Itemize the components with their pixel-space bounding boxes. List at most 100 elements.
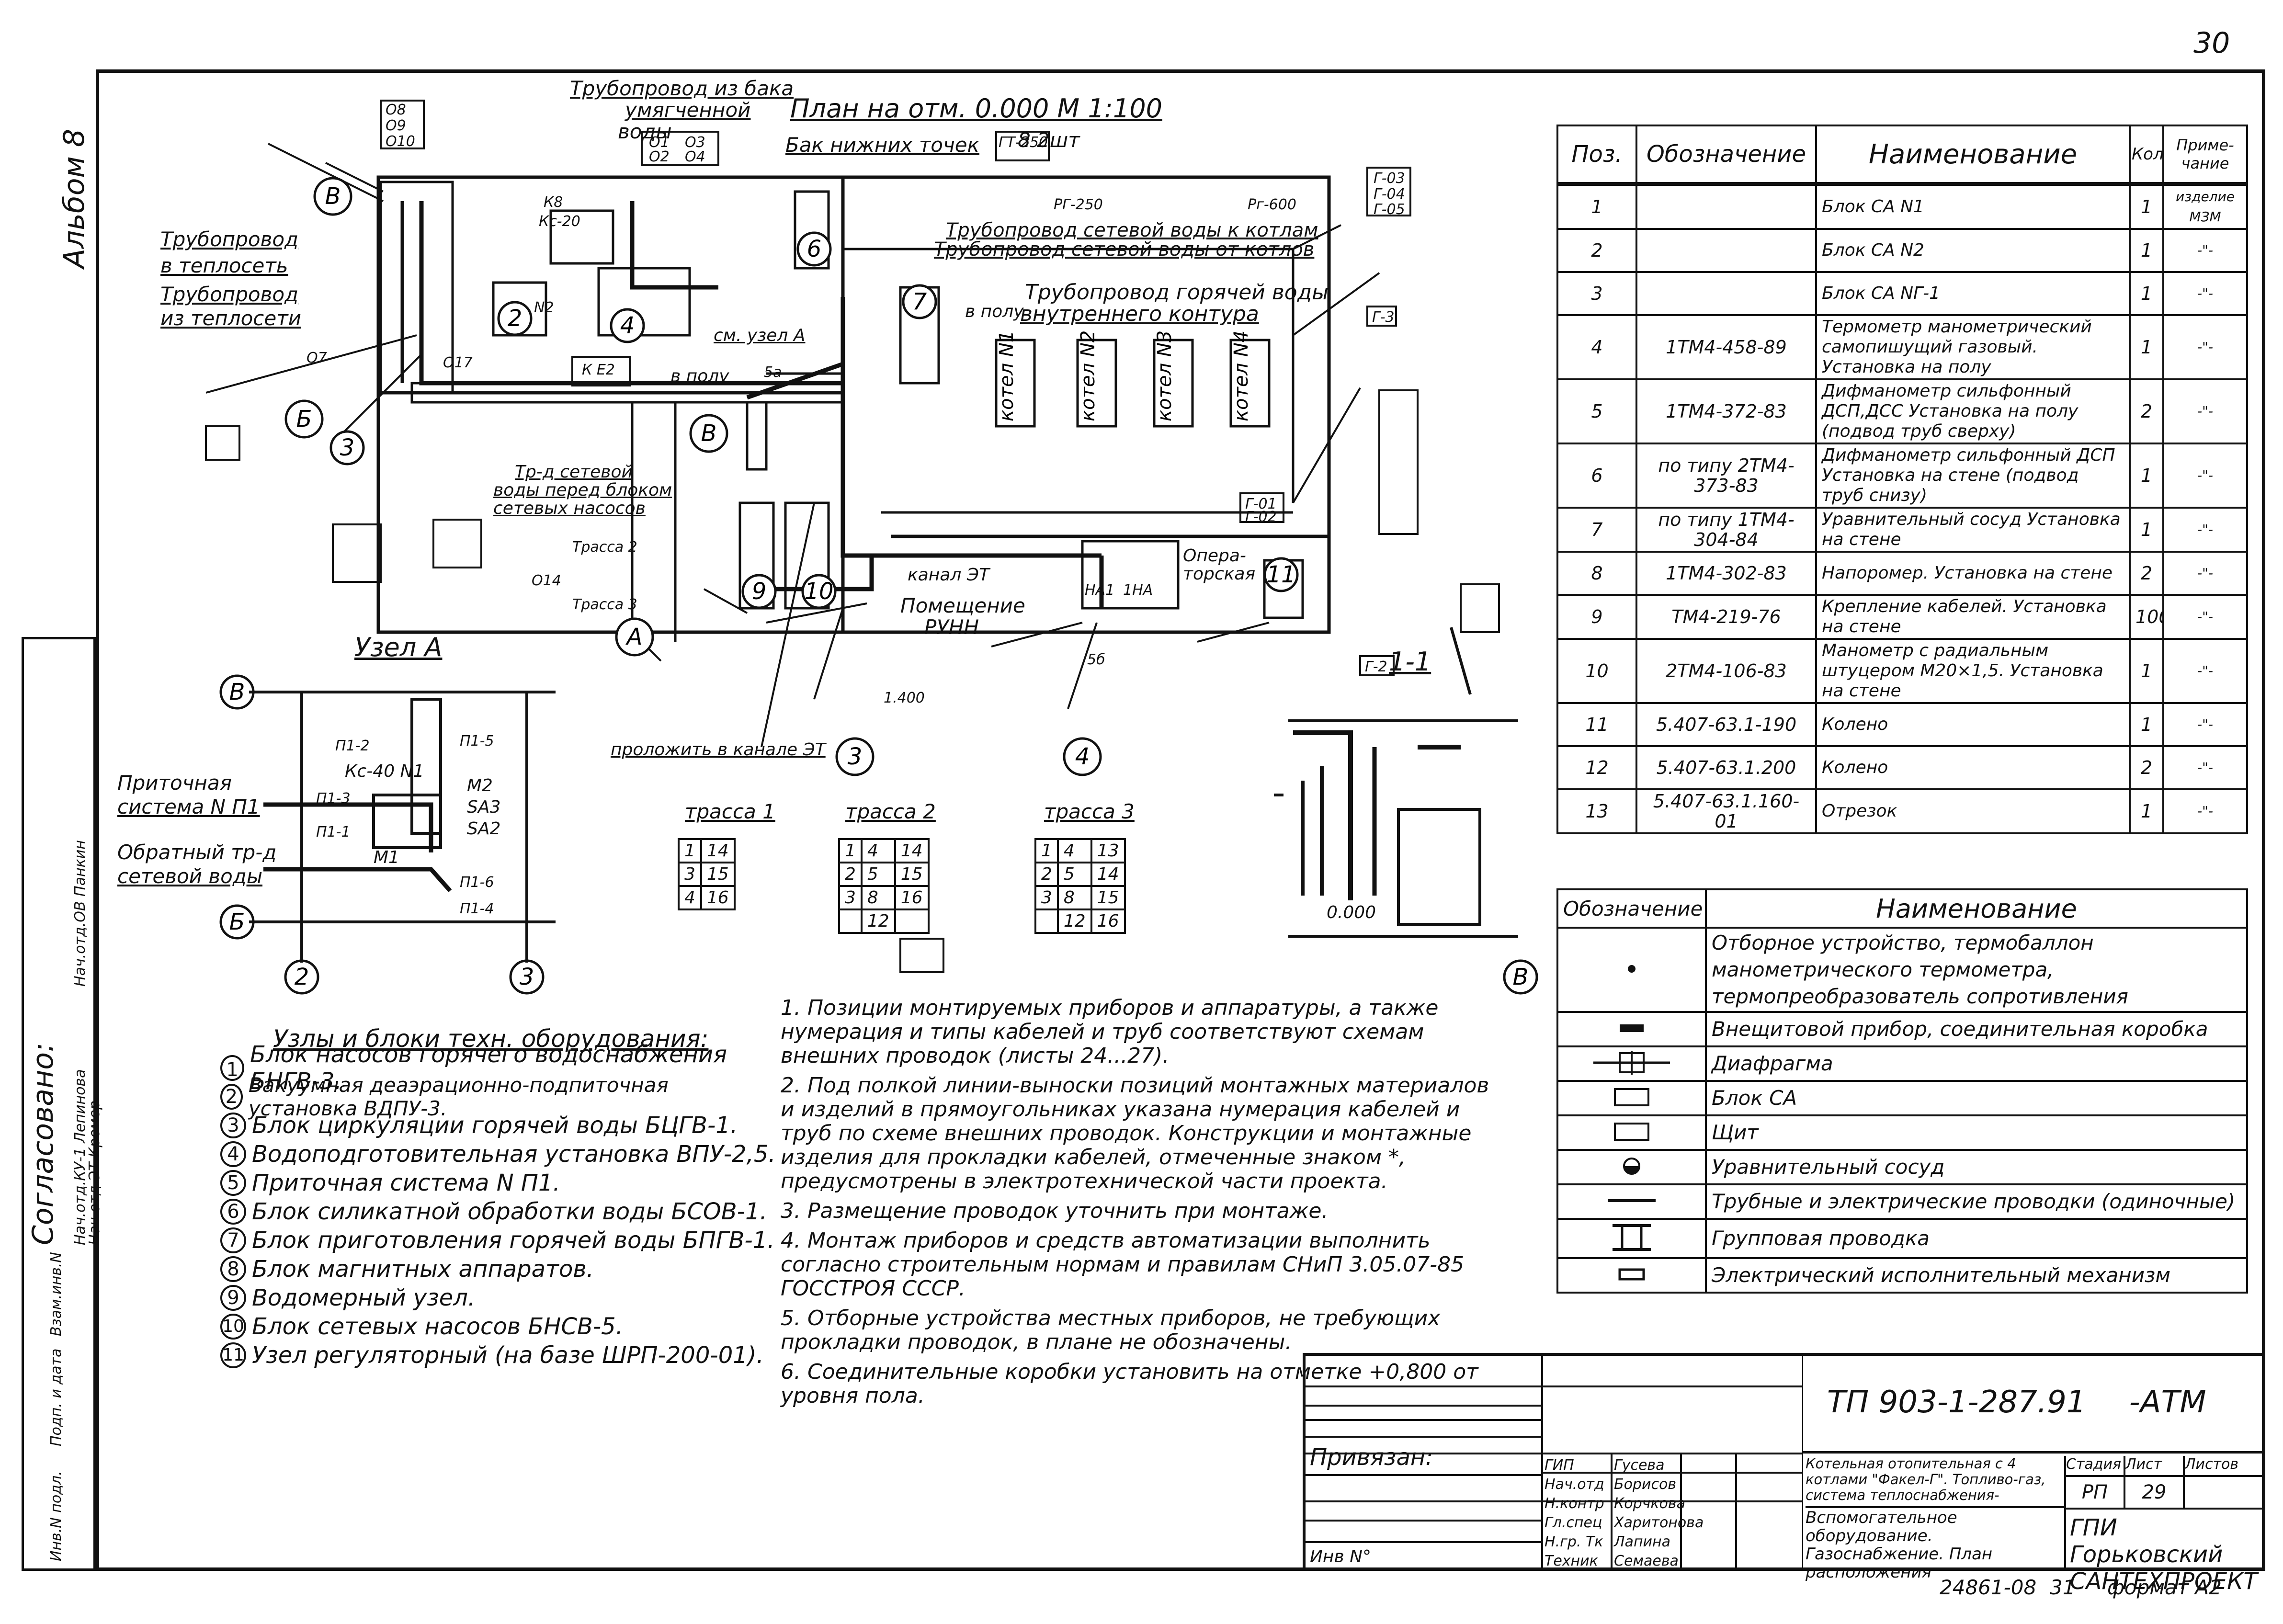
legend-symbol-small-rect — [1556, 1257, 1707, 1294]
svg-text:7: 7 — [912, 288, 927, 315]
spec-code — [1636, 228, 1817, 273]
spec-qty: 1 — [2129, 788, 2164, 834]
note-4: 4. Монтаж приборов и средств автоматизац… — [781, 1228, 1465, 1301]
svg-text:10: 10 — [804, 578, 833, 605]
legend-text: Уравнительный сосуд — [1705, 1149, 2248, 1185]
boiler-3-label: котел N3 — [1154, 330, 1176, 421]
boiler-4-label: котел N4 — [1230, 330, 1252, 421]
note-3: 3. Размещение проводок уточнить при монт… — [781, 1199, 1329, 1223]
legend-row: Блок СА — [1556, 1080, 2248, 1116]
spec-table: Поз. Обозначение Наименование Кол. Приме… — [1556, 125, 2248, 184]
legend-row: Групповая проводка — [1556, 1218, 2248, 1259]
approval-bottom-1: Инв.N подл. — [48, 1471, 65, 1561]
operator-room: Опера- — [1183, 546, 1246, 566]
network-water-from-boilers: Трубопровод сетевой воды от котлов — [934, 238, 1315, 261]
drawing-frame — [96, 69, 2265, 1571]
node-a-p15: П1-5 — [460, 733, 494, 750]
spec-pos: 12 — [1556, 745, 1637, 790]
node-a-p12: П1-2 — [335, 738, 370, 754]
legend-row: Уравнительный сосуд — [1556, 1149, 2248, 1185]
operator-room-2: торская — [1183, 564, 1256, 584]
plan-title: План на отм. 0.000 М 1:100 — [790, 93, 1162, 124]
title-block — [1303, 1353, 2265, 1571]
spec-name: Блок СА NГ-1 — [1815, 271, 2131, 316]
channel-et: канал ЭТ — [908, 565, 989, 585]
id-o14: О14 — [532, 572, 561, 589]
spec-code: 5.407-63.1-190 — [1636, 702, 1817, 747]
id-o7: О7 — [307, 350, 327, 366]
in-floor-label: в полу — [965, 302, 1024, 321]
section-level: 0.000 — [1327, 903, 1376, 922]
node-a-p14: П1-4 — [460, 900, 494, 917]
approval-row-2: Нач.отд.ЭТ Кремер — [86, 1100, 103, 1245]
room-label: Помещение — [900, 594, 1025, 617]
hot-water-pipe: Трубопровод горячей воды — [1025, 280, 1329, 305]
svg-text:2: 2 — [295, 964, 309, 990]
legend-text: Трубные и электрические проводки (одиноч… — [1705, 1183, 2248, 1220]
legend-text: Электрический исполнительный механизм — [1705, 1257, 2248, 1294]
spec-qty: 1 — [2129, 314, 2164, 380]
spec-qty: 1 — [2129, 638, 2164, 704]
note-5: 5. Отборные устройства местных приборов,… — [781, 1306, 1441, 1354]
svg-text:В: В — [1513, 964, 1529, 990]
svg-text:11: 11 — [1266, 561, 1295, 588]
id-o2: О2 — [649, 148, 670, 165]
route-3-tag: 1.400 — [884, 690, 925, 706]
title-code-row: ТП 903-1-287.91 -АТМ — [1803, 1353, 2265, 1454]
spec-pos: 2 — [1556, 228, 1637, 273]
svg-text:B: B — [325, 183, 341, 210]
inventory-sheet: 31 — [2050, 1576, 2076, 1599]
legend-table-body: Отборное устройство, термобаллон маномет… — [1556, 927, 2248, 1294]
svg-text:Б: Б — [296, 406, 312, 432]
id-g03: Г-03 — [1374, 170, 1405, 187]
spec-pos: 13 — [1556, 788, 1637, 834]
spec-qty: 1 — [2129, 443, 2164, 509]
spec-pos: 1 — [1556, 184, 1637, 230]
node-a-supply-label: Приточная — [117, 771, 232, 795]
route-1-tag: Трасса 2 — [572, 539, 637, 556]
legend-header-name: Наименование — [1705, 888, 2248, 929]
sheet-label: Лист — [2125, 1456, 2185, 1475]
doc-code: ТП 903-1-287.91 — [1827, 1384, 2086, 1420]
spec-pos: 10 — [1556, 638, 1637, 704]
note-1: 1. Позиции монтируемых приборов и аппара… — [781, 996, 1439, 1068]
pipe-from-heating-label: Трубопровод — [160, 283, 299, 306]
spec-note: -"- — [2162, 745, 2248, 790]
id-o4: О4 — [685, 148, 705, 165]
spec-qty: 2 — [2129, 378, 2164, 444]
id-1na: 1НА — [1123, 582, 1153, 599]
svg-text:А: А — [625, 624, 643, 650]
boiler-1-label: котел N1 — [996, 330, 1018, 421]
spec-note: -"- — [2162, 271, 2248, 316]
notes-block: 1. Позиции монтируемых приборов и аппара… — [781, 996, 1499, 1408]
spec-code: 1ТМ4-458-89 — [1636, 314, 1817, 380]
stage-value: РП — [2066, 1477, 2125, 1508]
svg-text:В: В — [229, 679, 245, 705]
lay-in-channel: проложить в канале ЭТ — [611, 740, 826, 760]
legend-row: Диафрагма — [1556, 1045, 2248, 1082]
svg-text:В: В — [701, 420, 717, 447]
svg-text:6: 6 — [807, 236, 822, 262]
svg-text:9: 9 — [752, 578, 767, 605]
spec-header-code: Обозначение — [1636, 125, 1817, 184]
spec-note: -"- — [2162, 638, 2248, 704]
spec-qty: 1 — [2129, 228, 2164, 273]
bottom-points-tank-label: Бак нижних точек — [785, 133, 980, 157]
approval-bottom-3: Взам.инв.N — [48, 1252, 65, 1336]
spec-code: ТМ4-219-76 — [1636, 594, 1817, 640]
approval-strip — [22, 637, 96, 1571]
legend-symbol-line — [1556, 1183, 1707, 1220]
